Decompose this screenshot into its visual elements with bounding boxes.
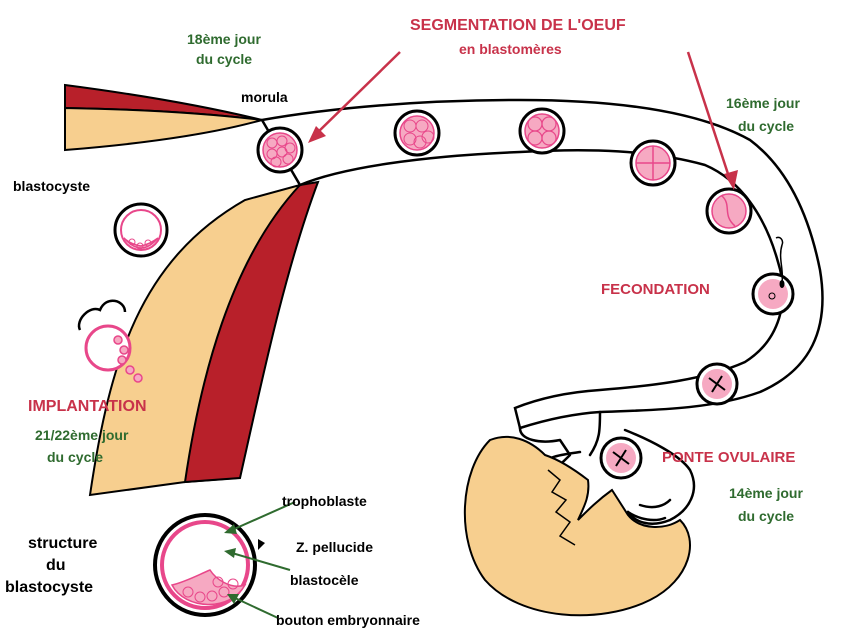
segmentation-subtitle: en blastomères bbox=[459, 41, 562, 57]
uterine-wall-top bbox=[65, 85, 262, 150]
day16-sublabel: du cycle bbox=[738, 118, 794, 134]
bouton-embryonnaire-label: bouton embryonnaire bbox=[276, 612, 420, 628]
blastomere-stage-8 bbox=[520, 109, 564, 153]
ponte-ovulaire-label: PONTE OVULAIRE bbox=[662, 449, 795, 466]
blastomere-stage-2 bbox=[707, 189, 751, 233]
blastocyste-label: blastocyste bbox=[13, 178, 90, 194]
blastomere-stage-16 bbox=[395, 111, 439, 155]
day14-label: 14ème jour bbox=[729, 485, 803, 501]
day16-label: 16ème jour bbox=[726, 95, 800, 111]
day18-sublabel: du cycle bbox=[196, 51, 252, 67]
zygote-cell bbox=[697, 364, 737, 404]
structure-label-2: du bbox=[46, 557, 66, 574]
morula-cell bbox=[258, 128, 302, 172]
implantation-label: IMPLANTATION bbox=[28, 398, 147, 415]
day14-sublabel: du cycle bbox=[738, 508, 794, 524]
day18-label: 18ème jour bbox=[187, 31, 261, 47]
day2122-sublabel: du cycle bbox=[47, 449, 103, 465]
day2122-label: 21/22ème jour bbox=[35, 427, 129, 443]
trophoblaste-label: trophoblaste bbox=[282, 493, 367, 509]
ovary bbox=[465, 437, 690, 615]
blastocyst-cell bbox=[115, 204, 167, 256]
segmentation-title: SEGMENTATION DE L'OEUF bbox=[410, 17, 626, 34]
z-pellucide-label: Z. pellucide bbox=[296, 539, 373, 555]
fecondation-label: FECONDATION bbox=[601, 281, 710, 298]
blastocele-label: blastocèle bbox=[290, 572, 359, 588]
structure-label-1: structure bbox=[28, 535, 97, 552]
structure-label-3: blastocyste bbox=[5, 579, 93, 596]
morula-label: morula bbox=[241, 89, 288, 105]
blastomere-stage-4 bbox=[631, 141, 675, 185]
ovulated-egg bbox=[601, 438, 641, 478]
